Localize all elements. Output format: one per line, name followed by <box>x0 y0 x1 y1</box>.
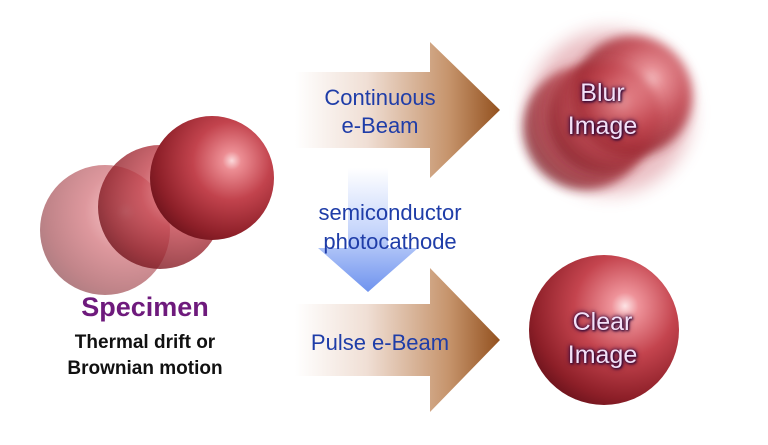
specimen-title: Specimen <box>81 292 209 322</box>
continuous-beam-arrow <box>295 42 500 178</box>
clear-image-label: Clear Image <box>535 306 670 372</box>
specimen-caption: Thermal drift or Brownian motion <box>40 330 250 382</box>
continuous-beam-label-line1: Continuous <box>324 85 436 110</box>
specimen-sphere-front <box>150 116 274 240</box>
blur-image-sphere <box>523 30 692 194</box>
photocathode-label-line2: photocathode <box>323 229 457 254</box>
photocathode-down-arrow <box>318 168 418 292</box>
blur-image-label-line2: Image <box>567 112 638 140</box>
photocathode-label-line1: semiconductor <box>318 200 462 225</box>
pulse-beam-label: Pulse e-Beam <box>310 330 450 355</box>
clear-image-sphere <box>529 255 679 405</box>
specimen-spheres <box>40 116 274 295</box>
blur-image-label-line1: Blur <box>580 79 625 107</box>
continuous-beam-label-line2: e-Beam <box>341 113 419 138</box>
clear-image-label-line1: Clear <box>572 308 633 336</box>
blur-image-label: Blur Image <box>535 77 670 143</box>
specimen-caption-line1: Thermal drift or <box>74 332 216 353</box>
clear-image-label-line2: Image <box>567 341 638 369</box>
pulse-beam-arrow <box>295 268 500 412</box>
continuous-beam-label: Continuous e-Beam <box>290 84 470 140</box>
specimen-caption-line2: Brownian motion <box>67 358 223 379</box>
photocathode-label: semiconductor photocathode <box>280 198 500 256</box>
